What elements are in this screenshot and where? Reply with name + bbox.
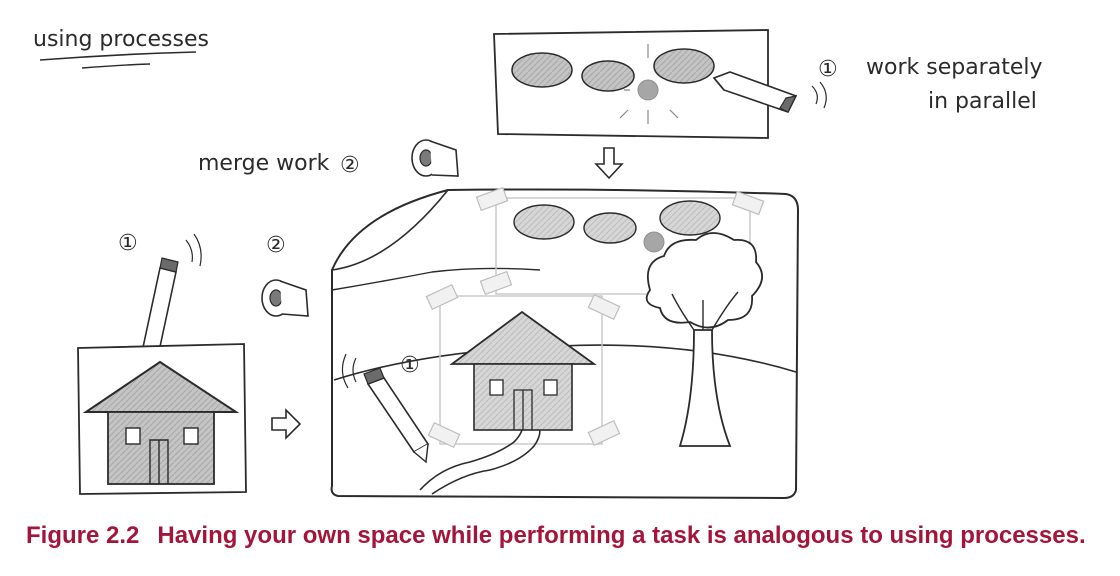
merge-work-label: merge work ② (198, 151, 360, 178)
diagram-title: using processes (33, 27, 209, 52)
tape-piece (427, 421, 461, 449)
tape-roll-icon (261, 279, 309, 317)
title-group: using processes (33, 27, 209, 69)
title-underline (39, 51, 197, 61)
merge-work-text: merge work (198, 151, 330, 176)
pencil-icon (341, 353, 430, 464)
garden-path (419, 429, 541, 495)
cloud-icon (511, 52, 573, 88)
step-two-marker-tape: ② (266, 233, 286, 258)
work-separately-label: ① work separately in parallel (818, 55, 1043, 114)
cloud-icon (583, 212, 637, 244)
sheet-fold (331, 189, 449, 271)
tape-piece (425, 283, 459, 311)
taped-sky-sheet (475, 186, 765, 296)
figure-caption: Figure 2.2 Having your own space while pe… (26, 519, 1116, 553)
cloud-icon (653, 48, 715, 84)
tape-piece (587, 419, 621, 447)
house-icon (82, 360, 240, 485)
work-separately-text: work separately (866, 55, 1043, 80)
sky-sheet-separate (493, 29, 827, 139)
tape-piece (731, 190, 765, 216)
cloud-icon (581, 60, 635, 92)
house-sheet-separate: ① (77, 231, 247, 495)
sheet-curl-line (331, 267, 541, 291)
step-one-marker-merged: ① (400, 353, 420, 378)
title-underline-short (81, 63, 151, 69)
cloud-icon (659, 200, 721, 236)
figure-caption-text: Having your own space while performing a… (157, 522, 1086, 549)
tape-roll-icon (411, 139, 459, 177)
down-arrow-icon (594, 147, 624, 180)
step-one-marker: ① (818, 57, 838, 82)
in-parallel-text: in parallel (928, 89, 1037, 114)
step-two-marker: ② (340, 153, 360, 178)
sun-icon (619, 44, 679, 124)
cloud-icon (513, 204, 575, 240)
taped-house-frame (439, 295, 603, 445)
step-one-marker-left: ① (118, 231, 138, 256)
tree-icon (645, 232, 763, 447)
tape-piece (587, 293, 621, 321)
sun-icon (643, 231, 665, 253)
tape-piece (479, 270, 513, 296)
pencil-icon (712, 71, 827, 113)
taped-house-sheet (425, 283, 621, 449)
tape-piece (475, 186, 509, 212)
right-arrow-icon (271, 408, 302, 440)
house-icon (449, 310, 597, 431)
merged-sheet: ① (330, 186, 800, 500)
figure-number: Figure 2.2 (26, 522, 140, 549)
